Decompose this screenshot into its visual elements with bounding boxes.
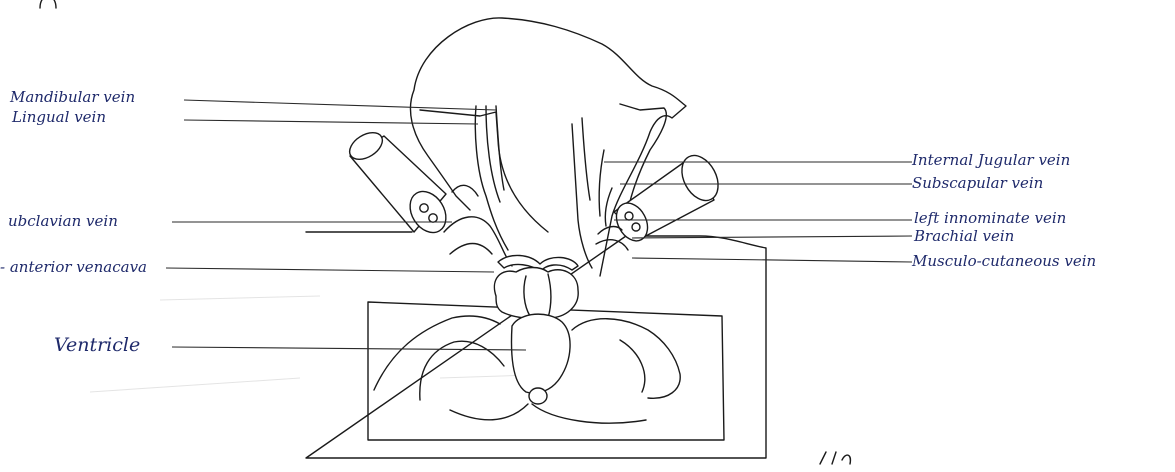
label-subscapular-vein: Subscapular vein [912,174,1043,192]
label-lingual-vein: Lingual vein [12,108,106,126]
leader-ventricle [172,347,526,350]
label-musculo-cutaneous-vein: Musculo-cutaneous vein [912,252,1096,270]
label-subclavian-vein: ubclavian vein [8,212,118,230]
corner-circle-mark [40,0,56,8]
faint-mark [160,296,320,300]
faint-mark [90,378,300,392]
leader-mandibular [184,100,496,110]
label-ventricle: Ventricle [54,336,140,354]
leader-anterior-venacava [166,268,494,272]
leader-lingual [184,120,478,124]
right-jugular-veins [572,118,592,268]
leader-musculo-cutaneous [632,258,912,262]
corner-pen-mark [820,452,850,464]
atria [494,268,578,319]
left-branching-veins [444,185,512,266]
label-left-innominate-vein: left innominate vein [914,209,1066,227]
ventricle [512,314,571,393]
right-branching-veins [596,150,628,250]
label-internal-jugular-vein: Internal Jugular vein [912,151,1070,169]
label-brachial-vein: Brachial vein [914,227,1014,245]
label-mandibular-vein: Mandibular vein [10,88,135,106]
gall-bladder [529,388,547,404]
label-anterior-venacava: - anterior venacava [0,258,147,276]
